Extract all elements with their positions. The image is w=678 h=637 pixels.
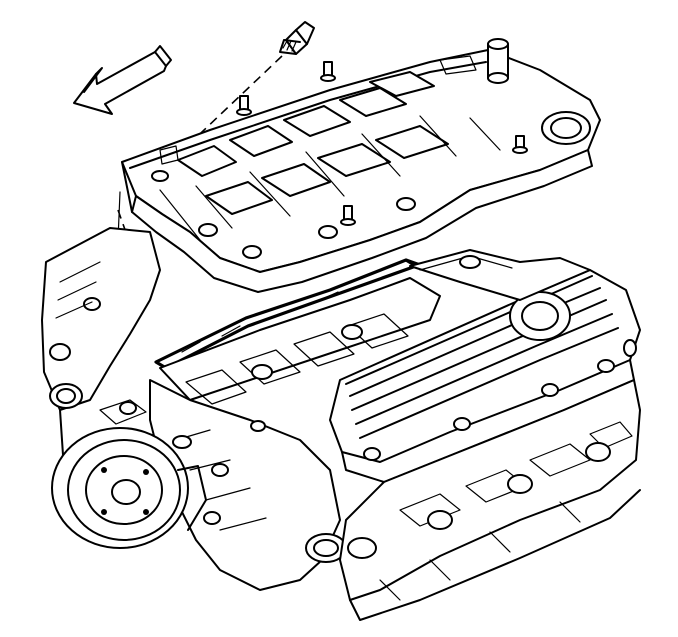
engine-block bbox=[41, 227, 441, 591]
crankshaft-pulley bbox=[51, 427, 207, 549]
left-valve-cover bbox=[409, 249, 591, 301]
bolt-icon bbox=[279, 21, 315, 55]
manifold-stud bbox=[236, 95, 252, 116]
manifold-stud bbox=[320, 61, 336, 82]
sensor-post bbox=[487, 38, 509, 84]
manifold-stud bbox=[512, 135, 528, 154]
cylinder-head-right bbox=[339, 339, 641, 621]
manifold-stud bbox=[340, 205, 356, 226]
intake-manifold bbox=[117, 38, 601, 293]
arrow-left-icon bbox=[73, 45, 172, 115]
